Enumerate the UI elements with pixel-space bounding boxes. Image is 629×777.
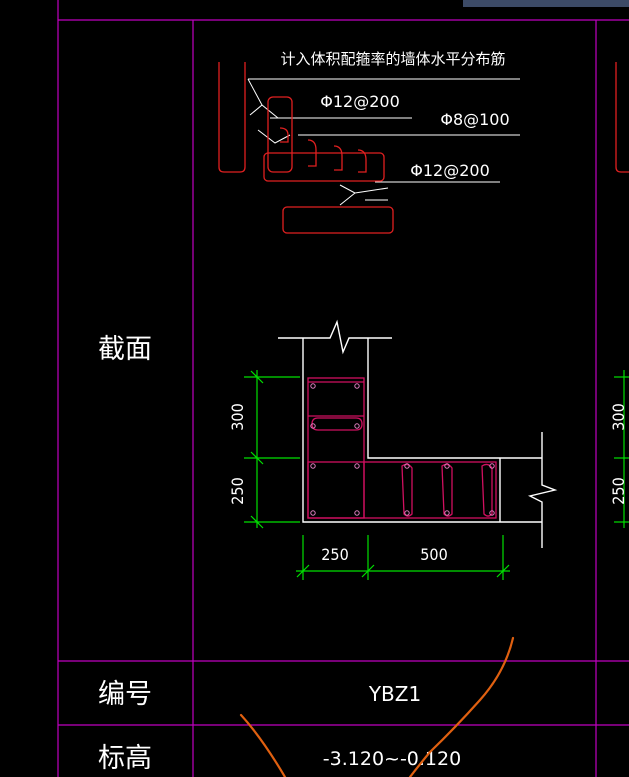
elevation-value: -3.120~-0.120 xyxy=(323,748,461,770)
table-grid xyxy=(57,0,629,777)
row-label-section: 截面 xyxy=(98,334,152,365)
dim-horizontal-right: 500 xyxy=(420,545,447,564)
rebar-dots xyxy=(310,383,495,516)
section-rebar xyxy=(307,377,497,519)
right-dim-vertical-bottom: 250 xyxy=(609,477,628,504)
stirrup-detail: 计入体积配箍率的墙体水平分布筋 Φ12@200 Φ8@100 Φ12@200 xyxy=(218,50,629,234)
row-label-elevation: 标高 xyxy=(98,743,152,774)
row-label-number: 编号 xyxy=(98,679,152,710)
column-id: YBZ1 xyxy=(368,682,421,706)
dim-horizontal-left: 250 xyxy=(321,545,348,564)
dim-vertical-bottom: 250 xyxy=(228,477,247,504)
section-outline xyxy=(278,319,558,548)
dim-vertical-top: 300 xyxy=(228,403,247,430)
header-bar xyxy=(463,0,629,7)
right-dim-vertical-top: 300 xyxy=(609,403,628,430)
rebar-label-c: Φ12@200 xyxy=(410,161,490,180)
rebar-label-b: Φ8@100 xyxy=(440,110,509,129)
handwritten-annotation xyxy=(239,636,515,777)
detail-title: 计入体积配箍率的墙体水平分布筋 xyxy=(280,50,505,68)
rebar-label-a: Φ12@200 xyxy=(320,92,400,111)
dimension-lines xyxy=(244,370,629,580)
